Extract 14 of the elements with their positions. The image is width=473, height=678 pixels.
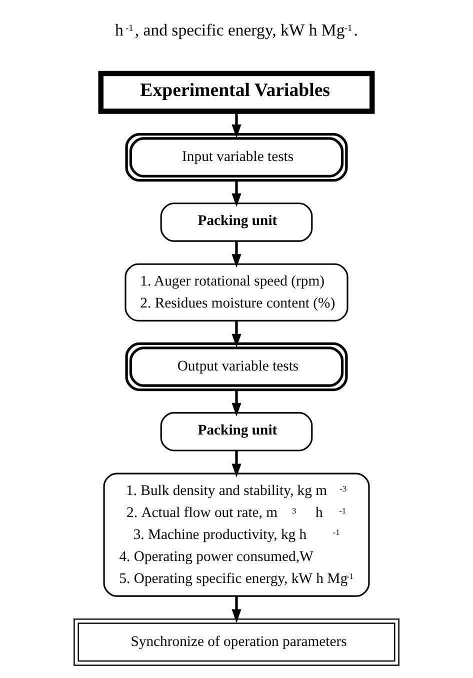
node-box: 1. Auger rotational speed (rpm) 2. Residues moisture content (%) <box>124 263 348 322</box>
node-box: Packing unit <box>160 202 313 242</box>
node-box: Experimental Variables <box>98 70 375 114</box>
node-box: Synchronize of operation parameters <box>74 618 400 666</box>
node-box: Input variable tests <box>125 132 348 182</box>
node-box: Output variable tests <box>125 342 348 392</box>
arrow <box>232 111 242 138</box>
arrow <box>232 390 242 416</box>
arrow <box>232 596 242 623</box>
arrow <box>232 241 242 268</box>
arrow <box>232 450 242 478</box>
arrow <box>232 320 242 348</box>
arrow <box>232 180 242 208</box>
node-box: Packing unit <box>160 412 313 452</box>
